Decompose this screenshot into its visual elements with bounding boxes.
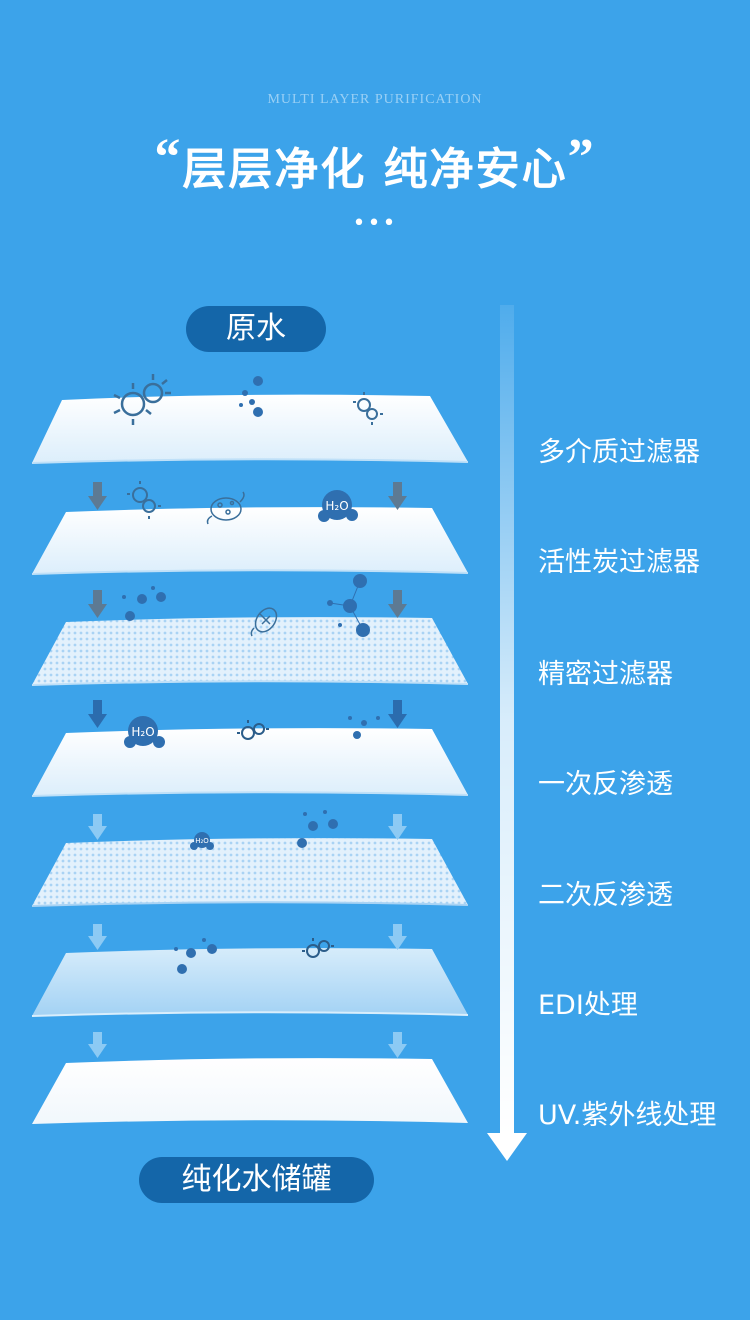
particle-cluster-icon <box>122 586 166 621</box>
down-arrow-icon <box>88 482 407 618</box>
bacteria-icon <box>353 392 383 425</box>
water-molecule-icon: H₂O <box>124 716 165 748</box>
layer-5 <box>31 838 469 907</box>
particle-cluster-icon <box>174 938 217 974</box>
flow-arrow <box>487 305 527 1161</box>
open-quote: “ <box>154 129 183 186</box>
layer-3 <box>31 617 469 686</box>
stage-label-4: 一次反渗透 <box>538 769 673 800</box>
water-molecule-icon: H₂O <box>318 490 358 522</box>
stage-label-6: EDI处理 <box>538 990 638 1021</box>
down-arrow-icon <box>88 700 407 728</box>
molecule-label: H₂O <box>325 499 348 513</box>
storage-tank-pill: 纯化水储罐 <box>139 1157 374 1203</box>
stage-label-3: 精密过滤器 <box>538 659 673 690</box>
molecule-label: H₂O <box>195 837 209 845</box>
stage-label-2: 活性炭过滤器 <box>538 547 700 578</box>
stage-label-5: 二次反渗透 <box>538 880 673 911</box>
particle-cluster-icon <box>348 716 380 739</box>
microbe-icon <box>206 491 245 525</box>
microbe-icon <box>250 607 278 637</box>
subtitle: MULTI LAYER PURIFICATION <box>267 92 483 107</box>
bacteria-icon <box>127 481 161 519</box>
layer-2 <box>31 507 469 575</box>
close-quote: ” <box>567 129 596 186</box>
page-title: “层层净化 纯净安心” <box>0 128 750 197</box>
divider-dots: ••• <box>352 211 398 236</box>
bacteria-icon <box>237 720 269 740</box>
particle-cluster-icon <box>327 574 370 637</box>
bacteria-icon <box>113 374 171 425</box>
down-arrow-icon <box>88 814 407 1058</box>
particle-cluster-icon <box>239 376 263 417</box>
molecule-label: H₂O <box>131 725 154 739</box>
stage-label-7: UV.紫外线处理 <box>538 1100 717 1131</box>
stage-label-1: 多介质过滤器 <box>538 437 700 468</box>
title-text: 层层净化 纯净安心 <box>182 144 568 195</box>
layer-6 <box>31 948 469 1017</box>
layer-7 <box>32 1058 468 1124</box>
layer-1 <box>31 394 469 464</box>
raw-water-pill: 原水 <box>186 306 326 352</box>
particle-cluster-icon <box>297 810 338 848</box>
bacteria-icon <box>302 938 334 958</box>
water-molecule-icon: H₂O <box>190 832 214 850</box>
